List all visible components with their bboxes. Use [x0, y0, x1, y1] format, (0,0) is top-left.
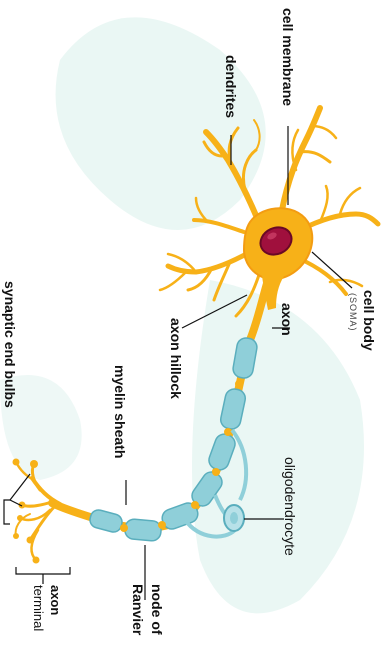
label-soma: (SOMA) — [348, 293, 358, 332]
myelin-segment — [124, 518, 162, 541]
label-ranvier: Ranvier — [130, 584, 146, 636]
label-synaptic-end-bulbs: synaptic end bulbs — [2, 281, 18, 408]
label-axon-terminal-1: axon — [48, 585, 63, 615]
myelin-segment — [88, 508, 124, 534]
label-axon-terminal-2: terminal — [31, 585, 46, 631]
label-axon: axon — [279, 303, 295, 336]
node-of-ranvier — [224, 428, 232, 436]
label-axon-hillock: axon hillock — [168, 318, 184, 399]
node-of-ranvier — [158, 521, 166, 529]
node-of-ranvier — [212, 468, 220, 476]
node-of-ranvier — [120, 524, 128, 532]
node-of-ranvier — [235, 380, 243, 388]
label-cell-body: cell body — [361, 290, 377, 351]
label-cell-membrane: cell membrane — [280, 8, 296, 106]
label-myelin-sheath: myelin sheath — [112, 365, 128, 458]
label-dendrites: dendrites — [223, 55, 239, 118]
label-oligodendrocyte: oligodendrocyte — [282, 457, 298, 556]
node-of-ranvier — [191, 501, 199, 509]
label-node-of: node of — [149, 584, 165, 635]
